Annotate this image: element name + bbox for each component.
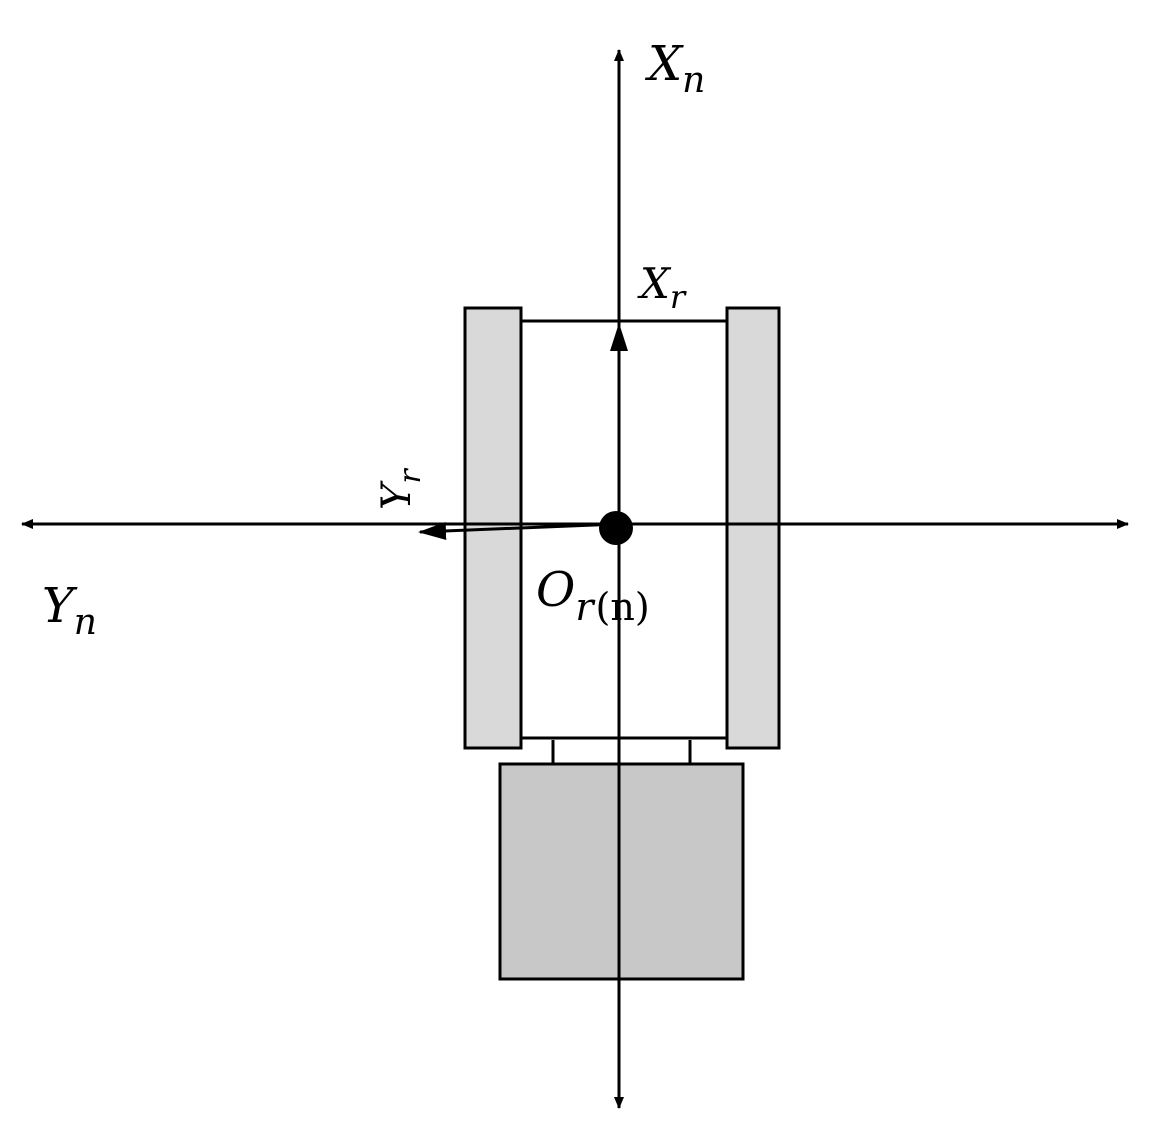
trailer-body [498, 762, 745, 981]
xn-label: Xn [644, 36, 705, 101]
xr-label: Xr [637, 259, 687, 316]
origin-label: Or(n) [536, 562, 650, 629]
right-wheel [725, 306, 781, 750]
origin-point [599, 511, 633, 545]
yr-label: Yr [374, 468, 428, 510]
yn-label: Yn [42, 578, 97, 643]
yr-axis-arrow [418, 521, 620, 540]
